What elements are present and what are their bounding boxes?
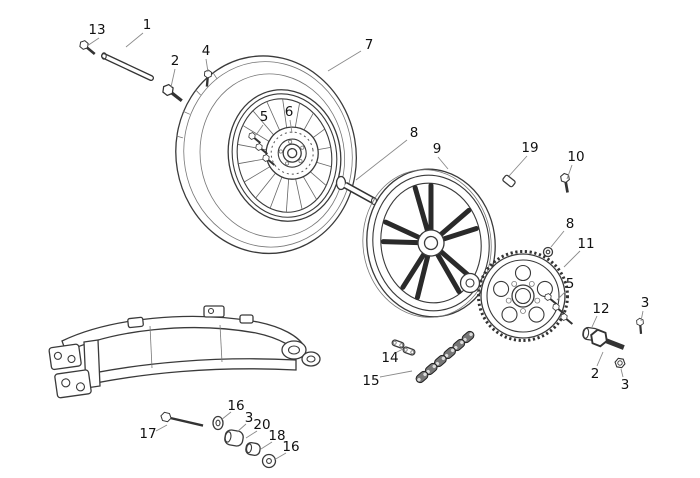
- sprocket-screw-5c: [558, 311, 576, 328]
- leader-line: [220, 411, 232, 421]
- washer-16a: [212, 415, 224, 431]
- part-callout-10: 10: [567, 149, 584, 165]
- bolt-2-top: [159, 81, 187, 107]
- leader-line: [255, 124, 264, 136]
- part-callout-5: 5: [260, 109, 269, 125]
- part-callout-9: 9: [433, 141, 442, 157]
- part-callout-17: 17: [139, 426, 156, 442]
- part-callout-8: 8: [410, 125, 419, 141]
- part-callout-3: 3: [245, 410, 254, 426]
- fasteners: [76, 37, 646, 469]
- leader-line: [273, 452, 287, 461]
- leader-line: [437, 156, 449, 170]
- leader-line: [566, 164, 573, 180]
- part-callout-13: 13: [88, 22, 105, 38]
- bolt-17: [160, 411, 204, 427]
- leader-line: [620, 368, 624, 378]
- drive-chain: [391, 330, 475, 384]
- part-callout-2: 2: [591, 366, 600, 382]
- leader-line: [245, 430, 258, 439]
- leader-line: [596, 351, 604, 367]
- roller-20: [224, 429, 244, 447]
- part-callout-14: 14: [381, 350, 398, 366]
- part-callout-5: 5: [566, 276, 575, 292]
- leader-line: [236, 423, 247, 433]
- bushing-18: [245, 442, 261, 456]
- leader-line: [205, 58, 209, 73]
- part-callout-1: 1: [143, 17, 152, 33]
- chain-links-loose: [391, 339, 416, 356]
- washer-16b: [261, 453, 277, 469]
- leader-line: [550, 230, 565, 248]
- leader-line: [355, 139, 408, 181]
- leader-line: [170, 68, 176, 88]
- leader-line: [155, 424, 168, 432]
- swingarm: [48, 305, 321, 399]
- part-callout-3: 3: [641, 295, 650, 311]
- leader-line: [563, 250, 581, 268]
- screw-3-right: [635, 316, 646, 336]
- rear-axle: [335, 175, 378, 206]
- leader-line: [640, 310, 644, 322]
- leader-line: [394, 348, 404, 354]
- pin-19: [502, 174, 516, 188]
- part-callout-3: 3: [621, 377, 630, 393]
- part-callout-12: 12: [592, 301, 609, 317]
- part-callout-20: 20: [253, 417, 270, 433]
- part-callout-4: 4: [202, 43, 211, 59]
- leader-line: [508, 155, 528, 177]
- leader-line: [125, 32, 144, 48]
- part-callout-18: 18: [268, 428, 285, 444]
- nut-3-bottom: [613, 357, 627, 369]
- hub-spacer-ring: [459, 272, 481, 294]
- bolt-10: [558, 171, 573, 195]
- leader-line: [86, 37, 100, 47]
- part-callout-7: 7: [365, 37, 374, 53]
- bolt-13: [76, 37, 99, 59]
- axle-rod-1: [101, 52, 154, 81]
- part-callout-16: 16: [282, 439, 299, 455]
- bolt-2-bottom: [589, 328, 627, 354]
- leader-line: [556, 290, 567, 301]
- part-callout-16: 16: [227, 398, 244, 414]
- leader-line: [260, 441, 273, 450]
- part-callout-11: 11: [577, 236, 594, 252]
- part-callout-2: 2: [171, 53, 180, 69]
- leader-line: [289, 119, 293, 134]
- leader-line: [327, 50, 362, 72]
- sprocket: [459, 246, 569, 342]
- leader-line: [591, 315, 598, 328]
- part-callout-8: 8: [566, 216, 575, 232]
- chain-segment: [415, 330, 475, 384]
- axle-spacer: [542, 246, 554, 258]
- part-callout-15: 15: [362, 373, 379, 389]
- leader-line: [379, 370, 413, 378]
- part-callout-19: 19: [521, 140, 538, 156]
- part-callout-6: 6: [285, 104, 294, 120]
